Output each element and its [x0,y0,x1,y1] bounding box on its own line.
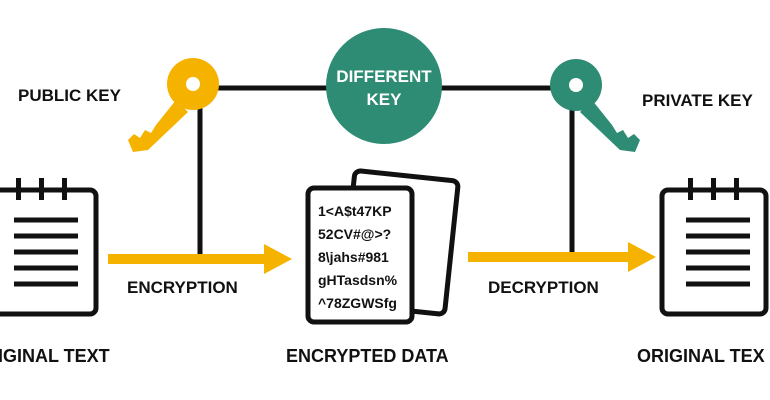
cipher-line: 1<A$t47KP [318,203,392,219]
decryption-arrow [468,242,656,272]
different-key-circle [326,28,442,144]
cipher-line: gHTasdsn% [318,272,398,288]
encryption-arrow [108,244,292,274]
original-document-right-icon [659,178,769,317]
cipher-line: ^78ZGWSfg [318,295,397,311]
encrypted-data-icon [305,168,461,325]
different-key-label-2: KEY [367,90,403,109]
key-connector-lines [197,85,575,260]
different-key-badge: DIFFERENT KEY [326,28,442,144]
original-text-right-label: ORIGINAL TEX [637,346,765,366]
original-text-left-label: IGINAL TEXT [0,346,110,366]
cipher-line: 52CV#@>? [318,226,391,242]
cipher-text-block: 1<A$t47KP 52CV#@>? 8\jahs#981 gHTasdsn% … [318,203,398,311]
public-key-icon [128,58,219,152]
original-document-left-icon [0,178,99,317]
private-key-label: PRIVATE KEY [642,91,753,110]
cipher-line: 8\jahs#981 [318,249,389,265]
public-key-label: PUBLIC KEY [18,86,122,105]
encrypted-data-label: ENCRYPTED DATA [286,346,449,366]
private-key-icon [550,59,640,152]
decryption-label: DECRYPTION [488,278,599,297]
encryption-label: ENCRYPTION [127,278,238,297]
different-key-label-1: DIFFERENT [336,67,432,86]
